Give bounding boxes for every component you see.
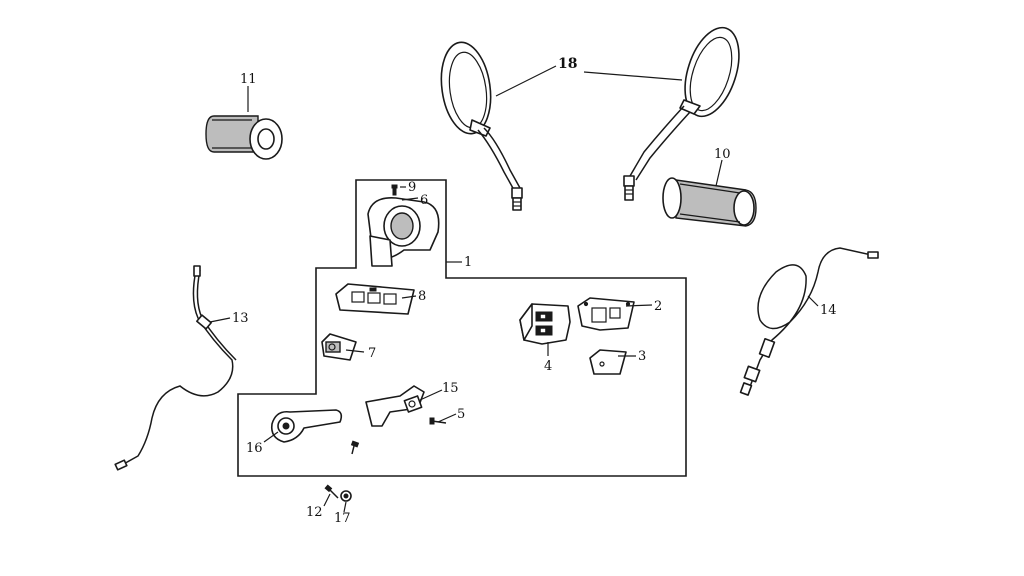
label-18: 18 [558,56,577,72]
label-13: 13 [232,311,249,326]
label-12: 12 [306,505,323,520]
label-8: 8 [418,289,426,304]
label-4: 4 [544,359,552,374]
lever-arm [270,409,343,443]
label-7: 7 [368,346,376,361]
label-14: 14 [820,303,837,318]
leader-lines [209,65,819,513]
left-mirror [440,41,523,211]
label-11: 11 [240,72,257,87]
label-3: 3 [638,349,646,364]
bolt [324,484,339,499]
label-6: 6 [420,193,428,208]
label-15: 15 [442,381,459,396]
small-bolt [350,440,360,455]
right-cable [739,247,879,396]
left-grip [205,115,283,160]
label-16: 16 [246,441,263,456]
right-mirror [623,26,740,201]
throttle-housing [367,184,440,267]
right-grip [662,177,757,227]
right-switch-plate [577,297,635,331]
left-cable [114,265,237,471]
switch-clip [589,349,627,375]
label-10: 10 [714,147,731,162]
nut [340,490,352,502]
lever-bracket [365,385,425,427]
small-switch [321,333,357,361]
left-switch-plate [335,283,415,315]
switch-assembly-outline [237,179,687,477]
label-2: 2 [654,299,662,314]
label-5: 5 [457,407,465,422]
label-17: 17 [334,511,351,526]
label-1: 1 [464,255,472,270]
label-9: 9 [408,180,416,195]
right-switch-block [519,303,571,345]
